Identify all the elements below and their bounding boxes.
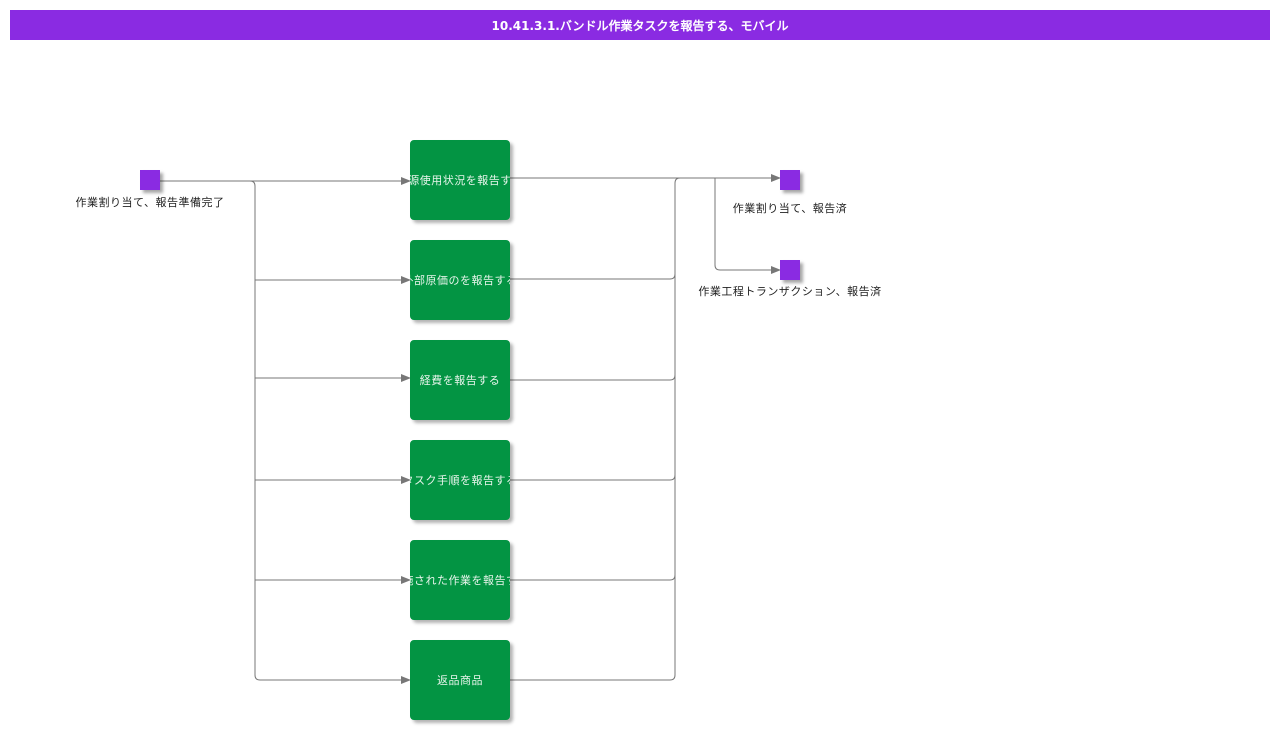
diagram-title: 10.41.3.1.バンドル作業タスクを報告する、モバイル xyxy=(10,10,1270,40)
task-label: 返品商品 xyxy=(437,674,483,687)
task-label: 資源使用状況を報告する xyxy=(410,174,510,187)
task-report-work-performed[interactable]: 実施された作業を報告する xyxy=(410,540,510,620)
end-event-label: 作業割り当て、報告済 xyxy=(732,202,848,215)
task-label: 外部原価のを報告する xyxy=(410,274,510,287)
task-report-expenses[interactable]: 経費を報告する xyxy=(410,340,510,420)
end-event-label: 作業工程トランザクション、報告済 xyxy=(698,285,882,298)
start-event-label: 作業割り当て、報告準備完了 xyxy=(75,196,225,209)
flow-split-trunk xyxy=(160,180,411,684)
start-event[interactable] xyxy=(140,170,160,190)
task-returned-goods[interactable]: 返品商品 xyxy=(410,640,510,720)
end-event-transaction-reported[interactable] xyxy=(780,260,800,280)
end-event-assignment-reported[interactable] xyxy=(780,170,800,190)
flow-task-5-out xyxy=(510,183,676,581)
task-label: タスク手順を報告する xyxy=(410,474,510,487)
task-report-resource-usage[interactable]: 資源使用状況を報告する xyxy=(410,140,510,220)
flow-task-4-out xyxy=(510,183,676,481)
flow-task-3-out xyxy=(510,183,676,381)
flow-to-end-2 xyxy=(714,178,781,274)
flow-task-2-out xyxy=(510,177,681,280)
task-label: 経費を報告する xyxy=(419,374,501,387)
task-label: 実施された作業を報告する xyxy=(410,574,510,587)
task-report-task-steps[interactable]: タスク手順を報告する xyxy=(410,440,510,520)
task-report-external-cost[interactable]: 外部原価のを報告する xyxy=(410,240,510,320)
flow-task-6-out xyxy=(510,183,676,681)
